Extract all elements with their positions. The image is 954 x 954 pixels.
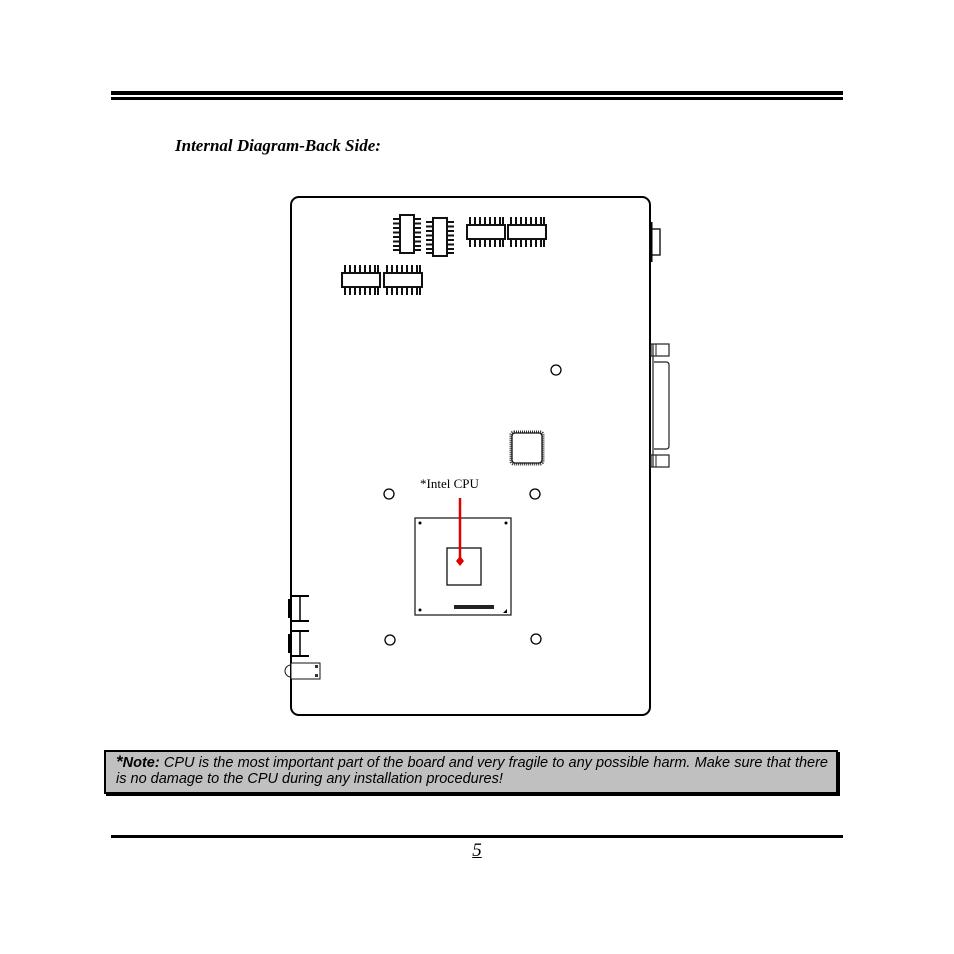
cpu-die [446, 547, 482, 586]
left-port-1 [288, 595, 309, 622]
cpu-label: *Intel CPU [420, 476, 479, 491]
header-rule-thin [111, 97, 843, 100]
header-rule-thick [111, 91, 843, 95]
motherboard-diagram [284, 196, 670, 716]
mounting-hole [383, 488, 395, 500]
left-port-2 [288, 630, 309, 657]
mounting-hole [550, 364, 562, 376]
qfp-chip [509, 430, 545, 466]
audio-jack [284, 662, 321, 680]
db-connector [650, 343, 670, 468]
board-outline [290, 196, 651, 716]
footer-rule [111, 835, 843, 838]
note-box: *Note: CPU is the most important part of… [104, 750, 838, 794]
cpu-socket [414, 517, 512, 616]
cpu-pointer-diamond [456, 556, 464, 566]
mounting-hole [530, 633, 542, 645]
section-title: Internal Diagram-Back Side: [175, 136, 381, 155]
note-star: * [116, 752, 123, 771]
note-text: CPU is the most important part of the bo… [116, 755, 828, 787]
note-label: Note: [122, 755, 160, 771]
mounting-hole [384, 634, 396, 646]
mounting-hole [529, 488, 541, 500]
page-number: 5 [0, 840, 954, 862]
page-number-value: 5 [472, 840, 482, 861]
